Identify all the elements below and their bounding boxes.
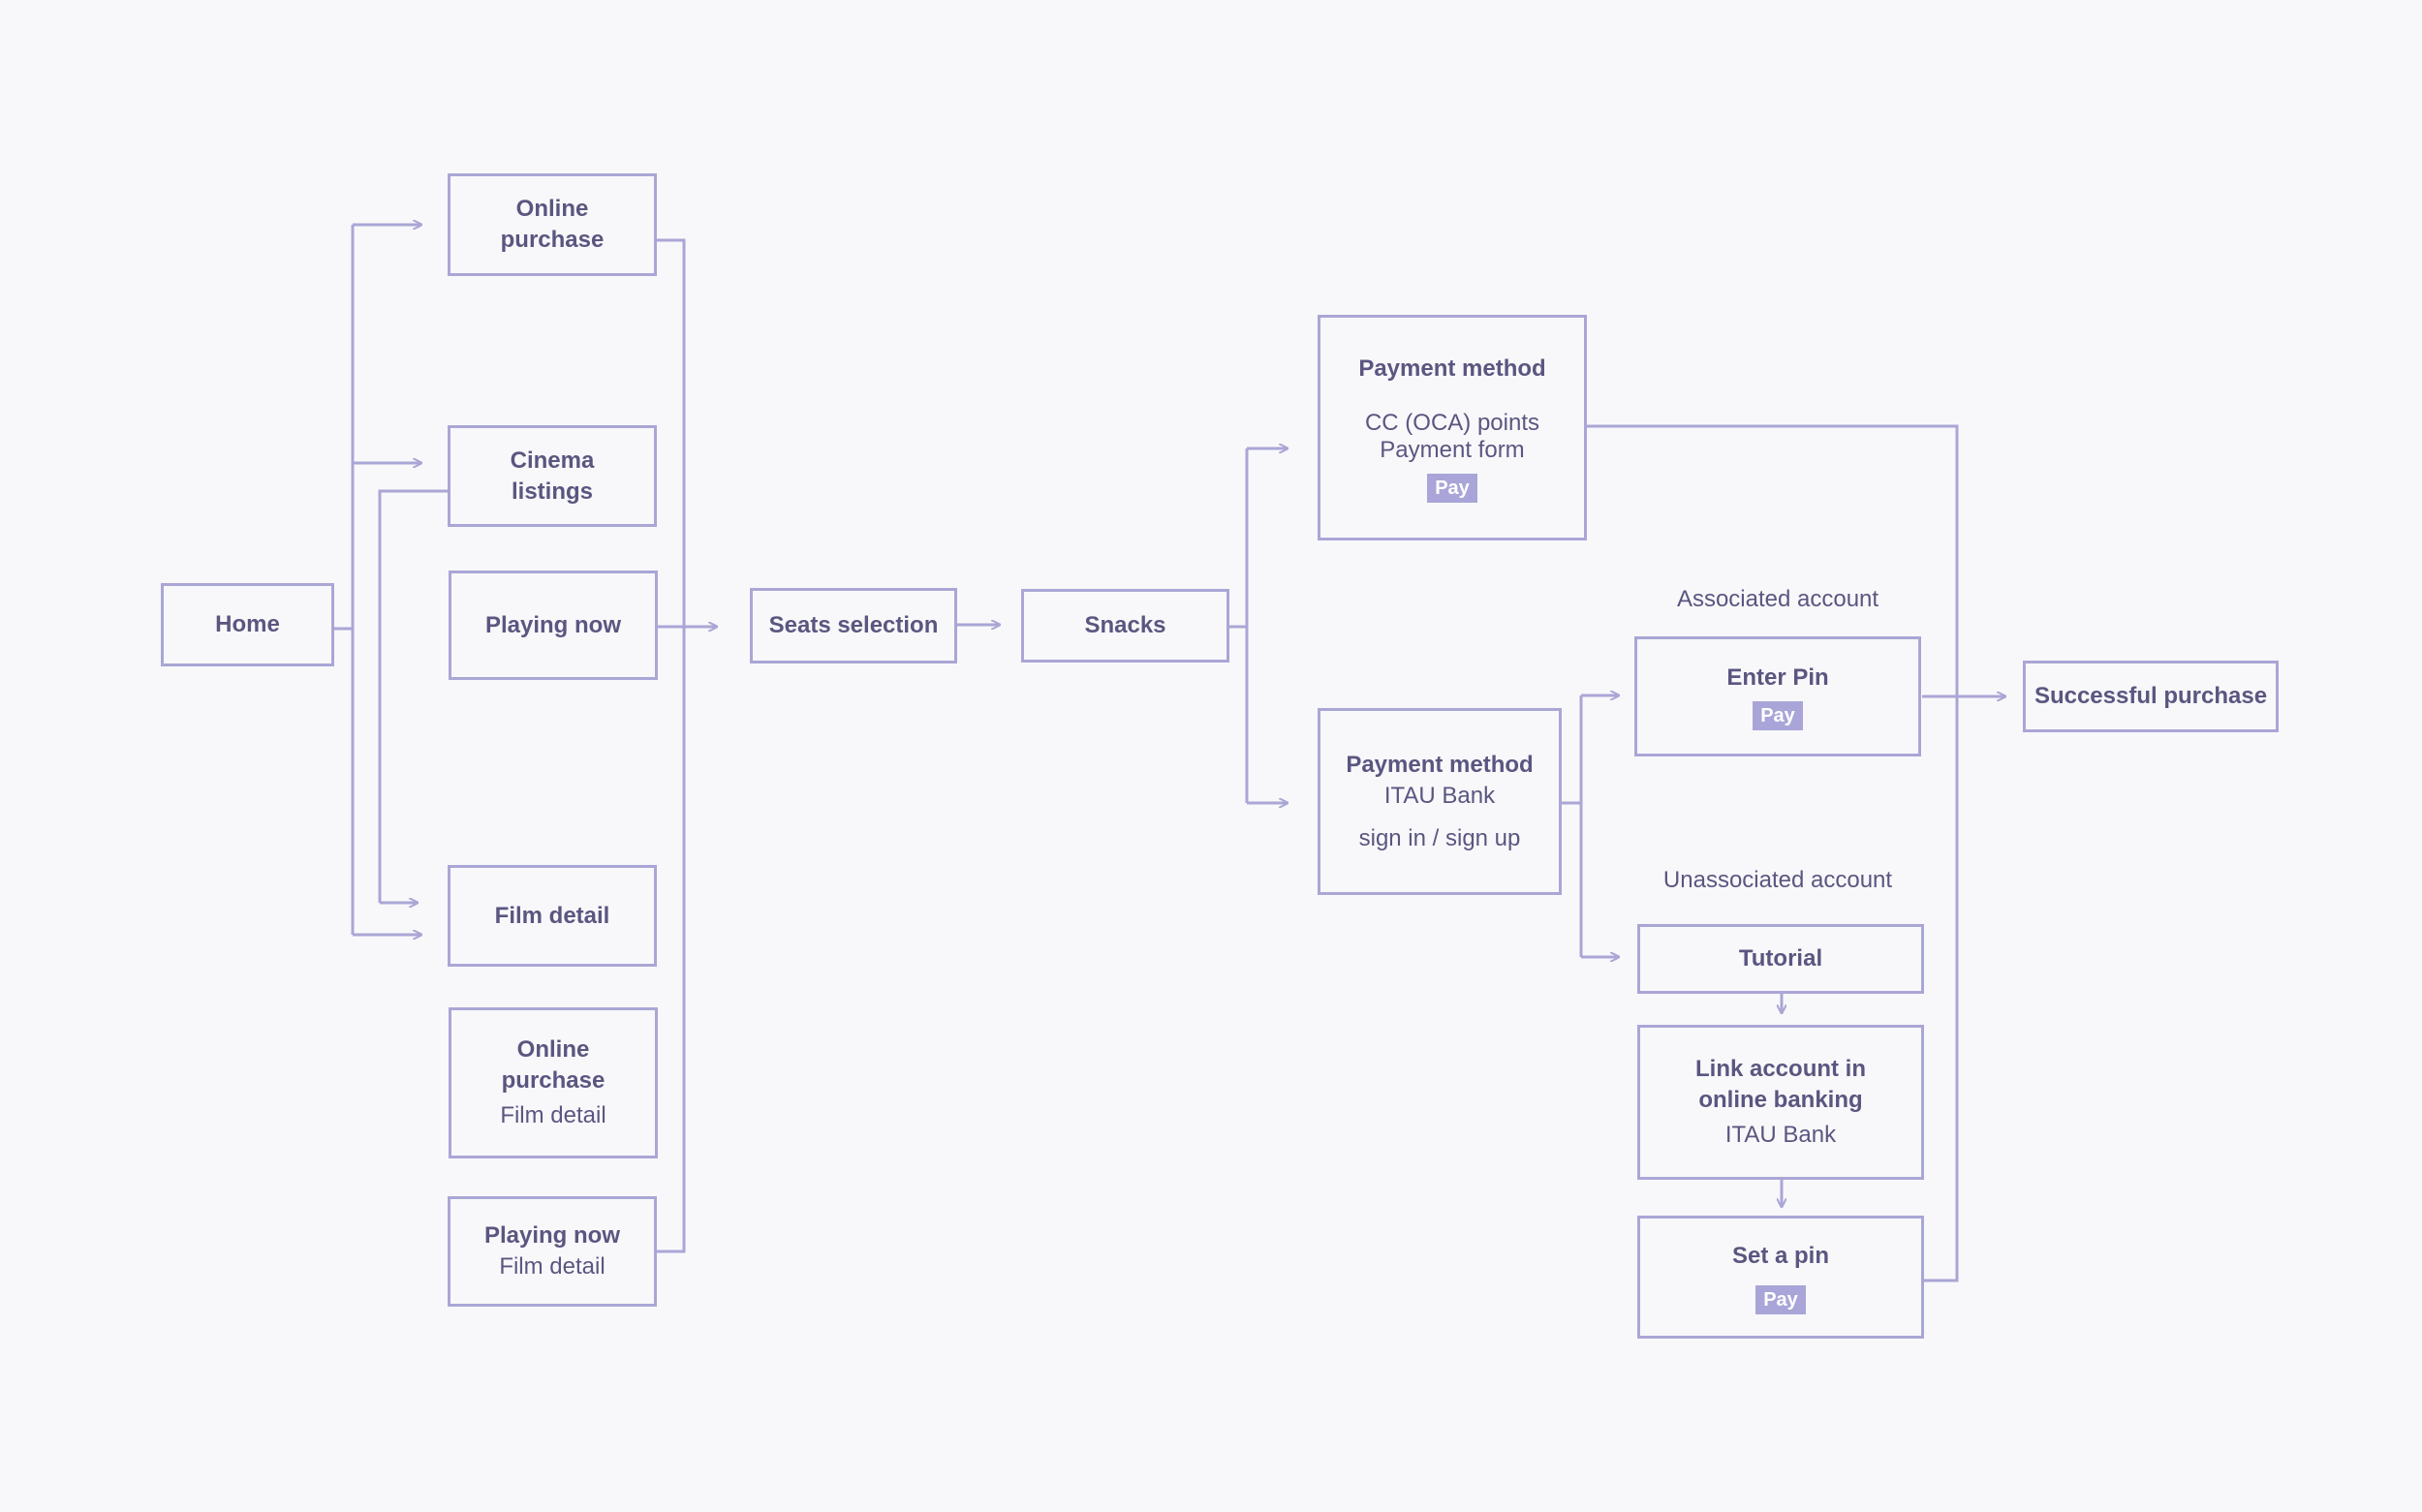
film-detail-node: Film detail bbox=[448, 865, 657, 967]
payment-method-itau-node: Payment method ITAU Bank sign in / sign … bbox=[1318, 708, 1562, 895]
home-connector bbox=[333, 225, 355, 935]
associated-account-label: Associated account bbox=[1676, 586, 1879, 612]
enter-pin-title: Enter Pin bbox=[1726, 664, 1829, 691]
cinema-to-film-detail-line bbox=[378, 489, 449, 903]
snacks-branch-line bbox=[1228, 448, 1249, 803]
successful-purchase-label: Successful purchase bbox=[2034, 683, 2268, 709]
pay-badge: Pay bbox=[1753, 701, 1803, 730]
snacks-label: Snacks bbox=[1084, 612, 1166, 638]
home-node: Home bbox=[161, 583, 334, 666]
online-purchase-film-sub: Film detail bbox=[500, 1102, 606, 1128]
home-label: Home bbox=[215, 611, 280, 637]
payment-method-oca-node: Payment method CC (OCA) points Payment f… bbox=[1318, 315, 1587, 540]
unassociated-account-label: Unassociated account bbox=[1662, 867, 1893, 893]
playing-now-film-detail-node: Playing now Film detail bbox=[448, 1196, 657, 1307]
tutorial-node: Tutorial bbox=[1637, 924, 1924, 994]
collector-line bbox=[656, 238, 686, 1253]
seats-selection-node: Seats selection bbox=[750, 588, 957, 663]
online-purchase-film-detail-node: Online purchase Film detail bbox=[449, 1007, 658, 1158]
link-account-line2: online banking bbox=[1698, 1087, 1863, 1113]
payment-oca-title: Payment method bbox=[1358, 355, 1546, 382]
online-purchase-film-line1: Online bbox=[516, 1036, 590, 1063]
online-purchase-node: Online purchase bbox=[448, 173, 657, 276]
link-account-node: Link account in online banking ITAU Bank bbox=[1637, 1025, 1924, 1180]
cinema-listings-line2: listings bbox=[511, 478, 593, 505]
payment-oca-line2: Payment form bbox=[1380, 436, 1525, 463]
payment-itau-line2: sign in / sign up bbox=[1358, 824, 1521, 851]
cinema-listings-line1: Cinema bbox=[510, 447, 595, 474]
film-detail-label: Film detail bbox=[494, 902, 610, 929]
playing-now-film-title: Playing now bbox=[483, 1222, 620, 1249]
payment-oca-line1: CC (OCA) points bbox=[1364, 409, 1540, 436]
payment-itau-line1: ITAU Bank bbox=[1383, 782, 1496, 809]
seats-selection-label: Seats selection bbox=[768, 612, 939, 638]
playing-now-node: Playing now bbox=[449, 571, 658, 680]
online-purchase-film-line2: purchase bbox=[501, 1067, 606, 1094]
playing-now-film-sub: Film detail bbox=[499, 1253, 606, 1280]
itau-branch-line bbox=[1561, 695, 1583, 957]
online-purchase-line2: purchase bbox=[500, 227, 605, 253]
payment-itau-title: Payment method bbox=[1346, 751, 1534, 778]
successful-purchase-node: Successful purchase bbox=[2023, 661, 2279, 732]
cinema-listings-node: Cinema listings bbox=[448, 425, 657, 527]
oca-to-success-line bbox=[1585, 424, 1959, 1282]
set-pin-node: Set a pin Pay bbox=[1637, 1216, 1924, 1339]
online-purchase-line1: Online bbox=[515, 196, 589, 222]
link-account-sub: ITAU Bank bbox=[1724, 1122, 1837, 1148]
tutorial-label: Tutorial bbox=[1738, 945, 1823, 972]
enter-pin-node: Enter Pin Pay bbox=[1634, 636, 1921, 756]
set-pin-title: Set a pin bbox=[1731, 1242, 1830, 1269]
pay-badge: Pay bbox=[1755, 1284, 1806, 1314]
pay-badge: Pay bbox=[1427, 473, 1477, 503]
snacks-node: Snacks bbox=[1021, 589, 1229, 663]
link-account-line1: Link account in bbox=[1694, 1056, 1866, 1082]
playing-now-label: Playing now bbox=[484, 611, 621, 638]
